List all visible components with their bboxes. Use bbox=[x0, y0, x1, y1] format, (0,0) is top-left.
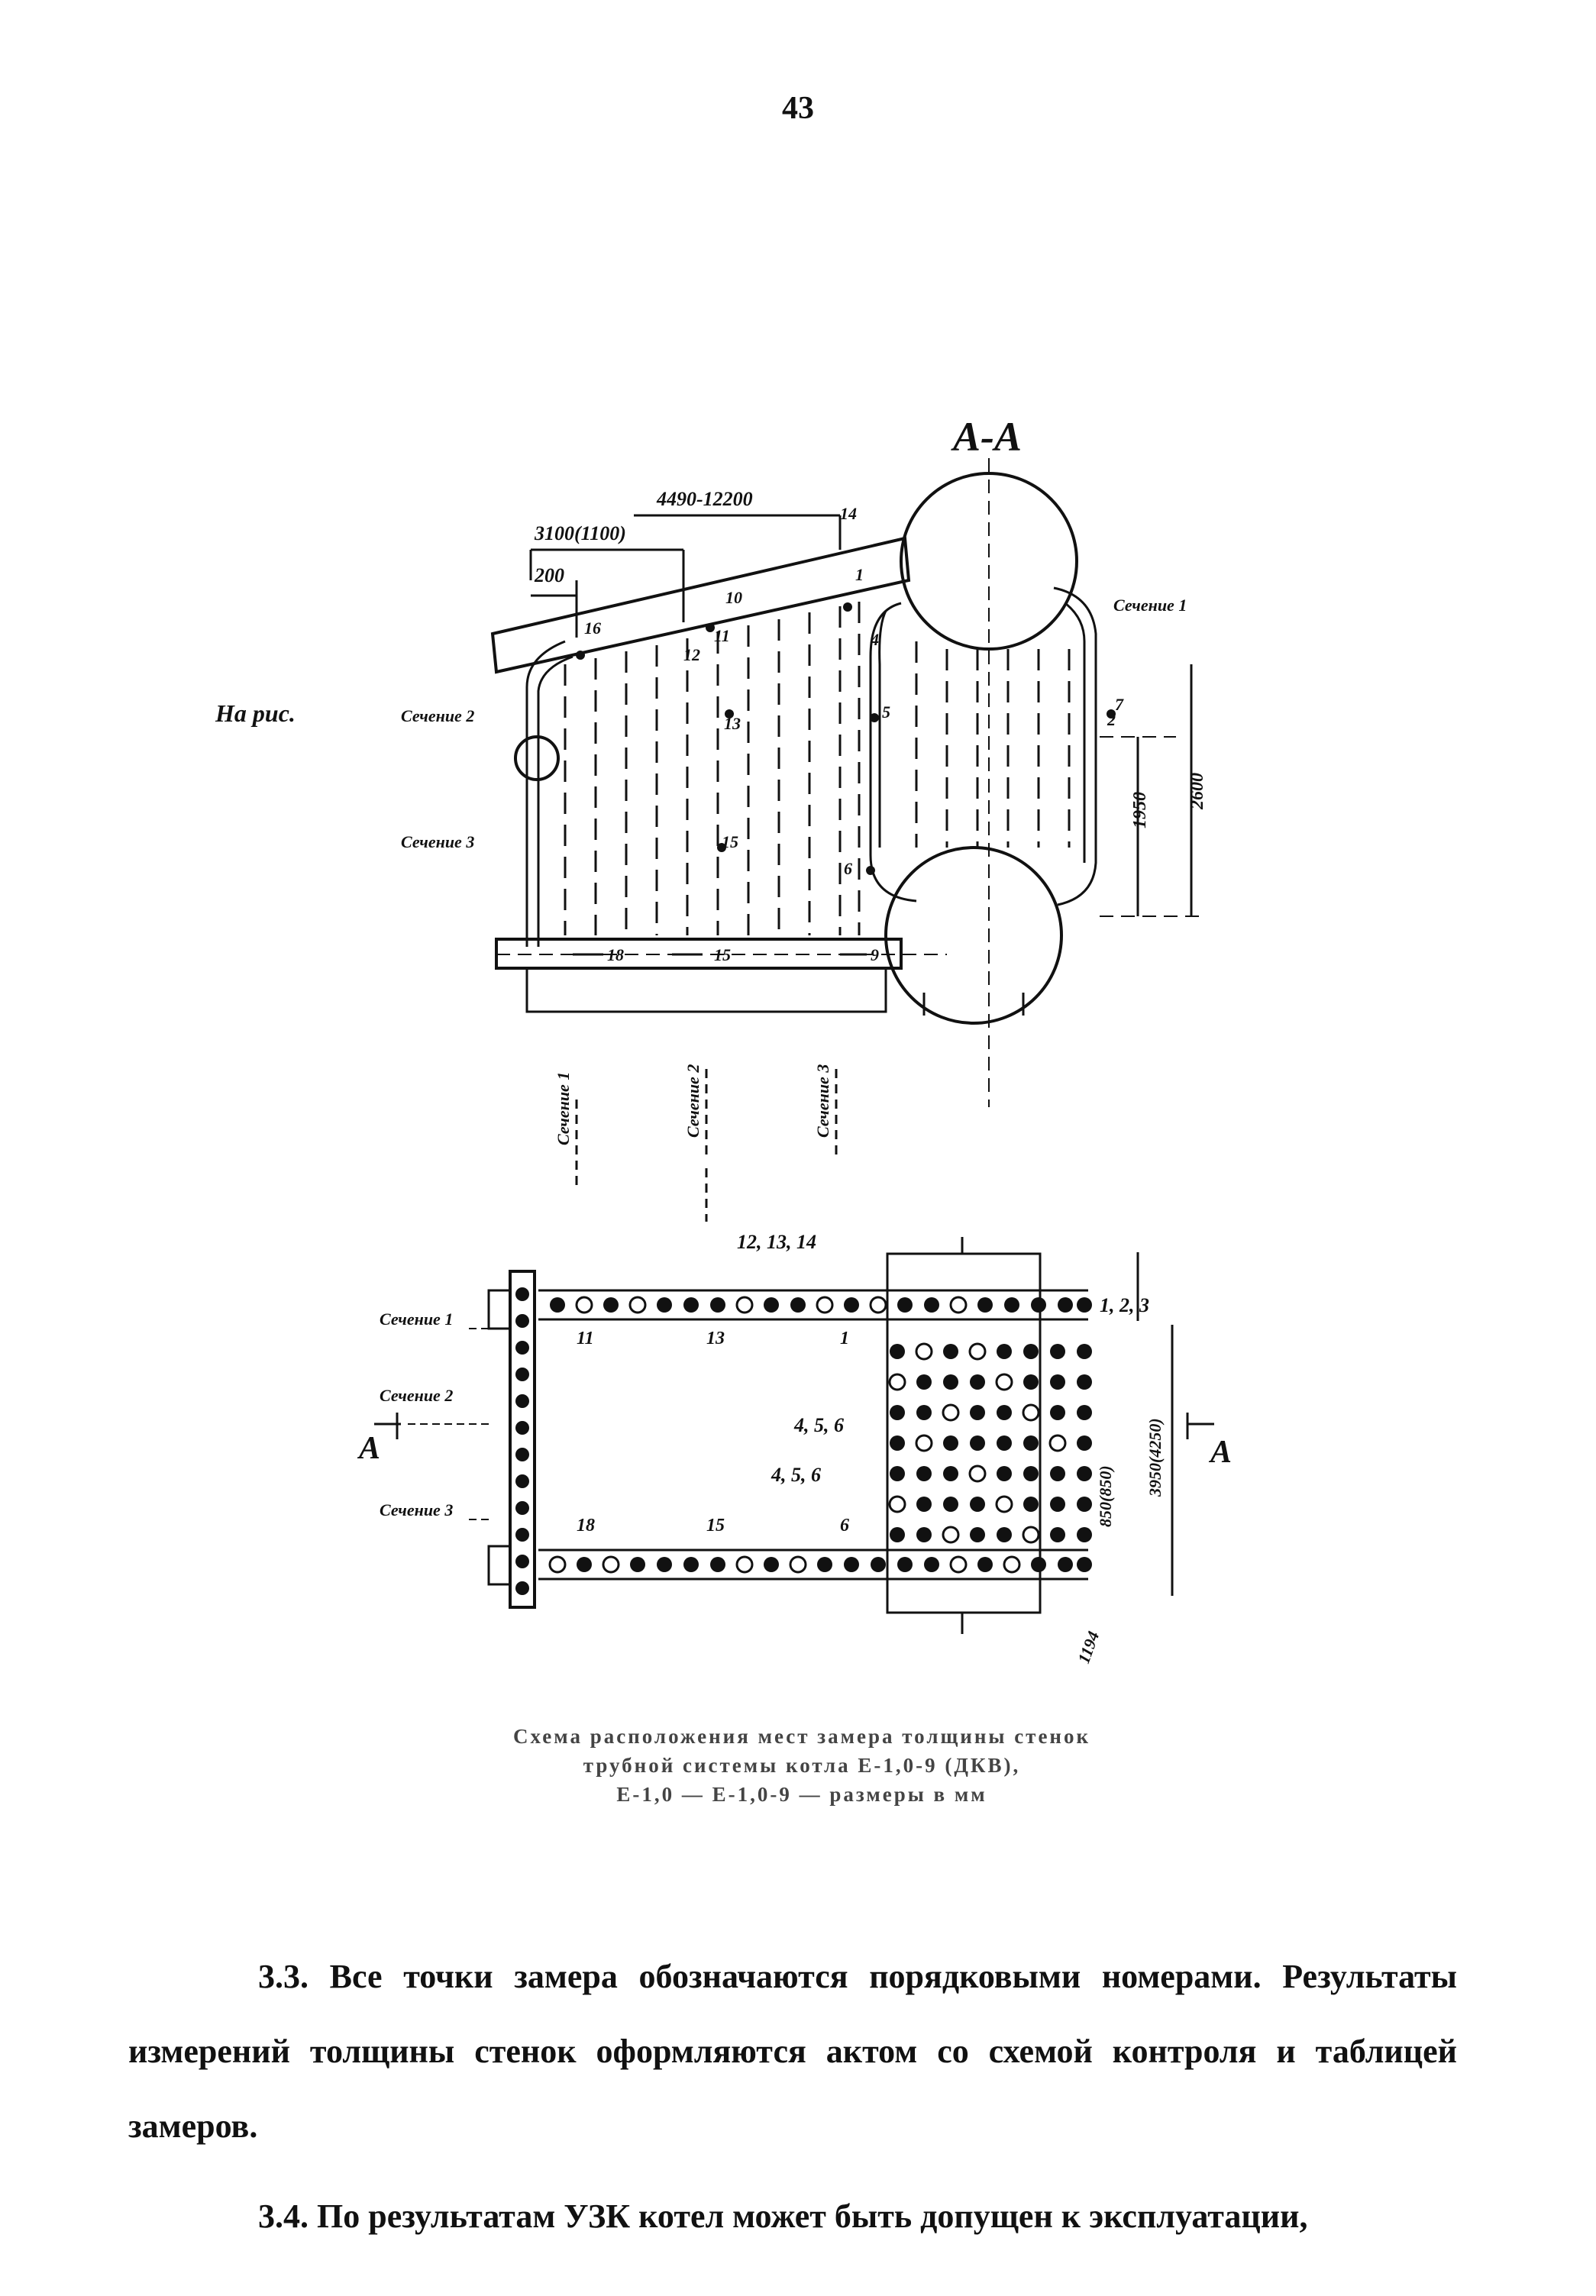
pt-13: 13 bbox=[724, 714, 741, 733]
plan-bottom-row bbox=[538, 1548, 1088, 1581]
section-a-left bbox=[374, 1413, 401, 1439]
pt-2: 2 bbox=[1107, 710, 1116, 729]
plan-drum-outline bbox=[886, 1252, 1042, 1614]
plan-measure-points bbox=[515, 602, 1116, 1595]
section-a-right bbox=[1186, 1413, 1214, 1439]
plan-top-group: 12, 13, 14 bbox=[737, 1231, 816, 1253]
bottom-collector bbox=[495, 938, 903, 970]
left-screen-pipe bbox=[525, 640, 573, 947]
figure-caption: Схема расположения мест замера толщины с… bbox=[382, 1722, 1222, 1809]
dim-2600: 2600 bbox=[1187, 773, 1207, 810]
pt-1: 1 bbox=[855, 565, 864, 584]
left-collector bbox=[514, 735, 560, 781]
plan-n11: 11 bbox=[577, 1329, 594, 1348]
upper-drum bbox=[900, 472, 1078, 651]
section-title: А-А bbox=[951, 414, 1022, 460]
pt-14: 14 bbox=[840, 504, 857, 523]
plan-n1: 1 bbox=[840, 1329, 849, 1348]
dim-3100: 3100(1100) bbox=[534, 522, 626, 544]
paragraph-3-3: 3.3. Все точки замера обозначаются поряд… bbox=[128, 1958, 1457, 2145]
pt-15: 15 bbox=[722, 832, 738, 851]
plan-left-collector bbox=[509, 1270, 536, 1609]
elevation-points bbox=[576, 602, 1116, 875]
left-note: На рис. bbox=[215, 699, 296, 727]
pt-9: 9 bbox=[871, 945, 879, 964]
right-loop bbox=[1053, 586, 1097, 906]
paragraph-3-4: 3.4. По результатам УЗК котел может быть… bbox=[258, 2198, 1308, 2235]
rear-loop bbox=[869, 602, 917, 903]
pt-12: 12 bbox=[683, 645, 700, 664]
sloped-duct bbox=[490, 536, 911, 674]
tube-bank bbox=[564, 602, 1071, 935]
plan-right-group: 1, 2, 3 bbox=[1100, 1294, 1149, 1316]
dim-right bbox=[1136, 664, 1193, 916]
sec-label-vert-1: Сечение 1 bbox=[554, 1072, 573, 1145]
plan-left-stub bbox=[487, 1289, 512, 1330]
plan-left-stub-2 bbox=[487, 1545, 512, 1586]
dim-line-top bbox=[529, 514, 842, 638]
plan-dim-bottom: 1194 bbox=[1074, 1629, 1103, 1666]
pt-7: 7 bbox=[1115, 695, 1124, 714]
plan-n18: 18 bbox=[577, 1516, 595, 1536]
plan-sec3: Сечение 3 bbox=[380, 1500, 453, 1519]
pt-4: 4 bbox=[870, 630, 879, 649]
pt-15b: 15 bbox=[714, 945, 731, 964]
left-column-dots bbox=[515, 1287, 529, 1595]
plan-n13: 13 bbox=[706, 1329, 725, 1348]
pt-11: 11 bbox=[714, 626, 730, 645]
plan-n6: 6 bbox=[840, 1516, 849, 1536]
plan-group-2: 4, 5, 6 bbox=[771, 1464, 821, 1486]
bottom-row-dots bbox=[548, 1555, 1092, 1574]
plan-letter-a-left: А bbox=[357, 1431, 380, 1466]
base-frame bbox=[525, 968, 1025, 1016]
body-text: 3.3. Все точки замера обозначаются поряд… bbox=[128, 1939, 1457, 2254]
plan-top-row bbox=[538, 1289, 1088, 1321]
plan-sec2: Сечение 2 bbox=[380, 1386, 453, 1405]
dim-4490: 4490-12200 bbox=[656, 488, 753, 510]
plan-n15: 15 bbox=[706, 1516, 725, 1536]
plan-letter-a-right: А bbox=[1208, 1435, 1232, 1470]
sec-label-right-top: Сечение 1 bbox=[1113, 596, 1187, 615]
boiler-diagram: А-А На рис. 4490-12200 3100(1100) 200 19… bbox=[215, 414, 1232, 1666]
pt-10: 10 bbox=[725, 588, 742, 607]
caption-line-1: Схема расположения мест замера толщины с… bbox=[512, 1725, 1091, 1748]
drum-grid-dots bbox=[888, 1342, 1092, 1544]
sec-label-left-2: Сечение 3 bbox=[401, 832, 474, 851]
sec-label-left-1: Сечение 2 bbox=[401, 706, 474, 725]
dim-1950: 1950 bbox=[1130, 792, 1150, 828]
sec-label-vert-3: Сечение 3 bbox=[813, 1064, 832, 1138]
lower-drum bbox=[884, 846, 1063, 1025]
pt-16: 16 bbox=[584, 618, 601, 638]
dim-200: 200 bbox=[534, 564, 564, 586]
caption-line-3: Е-1,0 — Е-1,0-9 — размеры в мм bbox=[616, 1783, 987, 1806]
pt-5: 5 bbox=[882, 702, 890, 722]
plan-group-1: 4, 5, 6 bbox=[793, 1414, 844, 1436]
sec-label-vert-2: Сечение 2 bbox=[683, 1064, 703, 1138]
pt-6: 6 bbox=[844, 859, 852, 878]
pt-18: 18 bbox=[607, 945, 624, 964]
caption-line-2: трубной системы котла Е-1,0-9 (ДКВ), bbox=[583, 1754, 1021, 1777]
top-row-dots bbox=[550, 1296, 1092, 1314]
page-number: 43 bbox=[782, 91, 814, 126]
plan-dim-r1: 3950(4250) bbox=[1145, 1418, 1165, 1497]
plan-dim-r2: 850(850) bbox=[1096, 1465, 1115, 1527]
plan-sec1: Сечение 1 bbox=[380, 1309, 453, 1329]
